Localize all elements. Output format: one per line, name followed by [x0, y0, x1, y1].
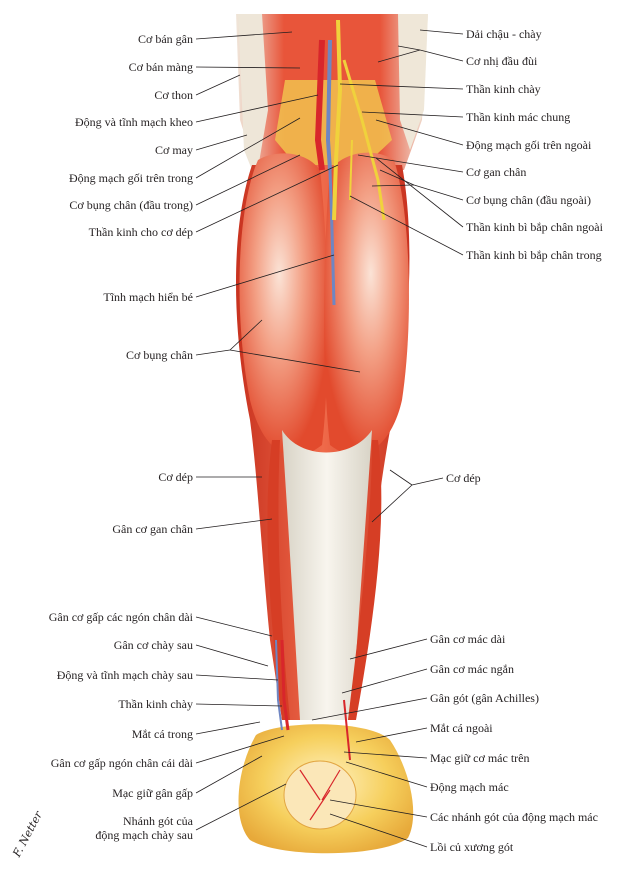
label-posterior-tibial-vessels: Động và tĩnh mạch chày sau [57, 668, 193, 682]
label-nerve-to-soleus: Thần kinh cho cơ dép [89, 225, 193, 239]
gastrocnemius-medial-head [239, 153, 328, 456]
label-sartorius: Cơ may [155, 143, 193, 157]
label-popliteal-vessels: Động và tĩnh mạch kheo [75, 115, 193, 129]
achilles-tendon [282, 430, 372, 720]
label-flexor-retinaculum: Mạc giữ gân gấp [112, 786, 193, 800]
calcaneal-branches [299, 769, 341, 821]
label-superior-lateral-genicular-artery: Động mạch gối trên ngoài [466, 138, 592, 152]
label-lateral-sural-cutaneous-nerve: Thần kinh bì bắp chân ngoài [466, 220, 604, 234]
label-tibial-nerve-left: Thần kinh chày [118, 697, 193, 711]
label-gastrocnemius-lateral-head: Cơ bụng chân (đầu ngoài) [466, 193, 591, 207]
label-achilles-tendon: Gân gót (gân Achilles) [430, 691, 539, 705]
label-superior-medial-genicular-artery: Động mạch gối trên trong [69, 171, 193, 185]
label-plantaris: Cơ gan chân [466, 165, 526, 179]
label-gastrocnemius-medial-head: Cơ bụng chân (đầu trong) [69, 198, 193, 212]
label-calcaneal-branch-line2: động mạch chày sau [95, 828, 193, 842]
label-peroneal-artery: Động mạch mác [430, 780, 509, 794]
small-saphenous-vein [328, 169, 336, 306]
label-plantaris-tendon: Gân cơ gan chân [112, 522, 193, 536]
label-soleus-right: Cơ dép [446, 471, 481, 485]
label-semimembranosus: Cơ bán màng [129, 60, 193, 74]
label-soleus-left: Cơ dép [158, 470, 193, 484]
posterior-tibial-vein [275, 639, 283, 731]
label-calcaneal-tuberosity: Lồi củ xương gót [430, 840, 514, 854]
soleus-medial [267, 440, 290, 720]
label-peroneus-brevis-tendon: Gân cơ mác ngắn [430, 662, 514, 676]
iliotibial-band [398, 14, 428, 150]
label-tibialis-posterior-tendon: Gân cơ chày sau [114, 638, 193, 652]
popliteal-fossa-fat [275, 80, 392, 170]
label-medial-sural-cutaneous-nerve: Thần kinh bì bắp chân trong [466, 248, 602, 262]
label-biceps-femoris: Cơ nhị đầu đùi [466, 54, 538, 68]
label-common-peroneal-nerve: Thần kinh mác chung [466, 110, 570, 124]
sural-nerve [349, 139, 353, 201]
peroneal-artery [343, 699, 351, 761]
popliteal-vein [325, 39, 332, 171]
label-flexor-digitorum-longus-tendon: Gân cơ gấp các ngón chân dài [49, 610, 194, 624]
label-semitendinosus: Cơ bán gân [138, 32, 193, 46]
label-gastrocnemius: Cơ bụng chân [126, 348, 193, 362]
popliteal-artery [314, 39, 325, 171]
leader-lines [195, 29, 464, 848]
label-peroneus-longus-tendon: Gân cơ mác dài [430, 632, 506, 646]
label-medial-malleolus: Mắt cá trong [132, 727, 193, 741]
semitendinosus-tendon [238, 14, 268, 180]
labels: Cơ bán gân Cơ bán màng Cơ thon Động và t… [49, 27, 604, 854]
label-iliotibial-tract: Dải chậu - chày [466, 27, 542, 41]
common-peroneal-nerve [342, 59, 386, 221]
soleus-lateral [348, 440, 382, 720]
calcaneal-tuberosity [283, 760, 357, 830]
label-flexor-hallucis-longus-tendon: Gân cơ gấp ngón chân cái dài [51, 756, 194, 770]
label-lateral-malleolus: Mắt cá ngoài [430, 721, 493, 735]
posterior-tibial-artery [280, 639, 290, 731]
label-calcaneal-branches-peroneal: Các nhánh gót của động mạch mác [430, 810, 598, 824]
label-superior-peroneal-retinaculum: Mạc giữ cơ mác trên [430, 751, 529, 765]
gastrocnemius-lateral-head [324, 152, 409, 455]
label-tibial-nerve-right: Thần kinh chày [466, 82, 541, 96]
label-small-saphenous-vein: Tĩnh mạch hiển bé [103, 290, 193, 304]
label-calcaneal-branch-line1: Nhánh gót của [123, 814, 194, 828]
leg-illustration [236, 14, 428, 854]
tibial-nerve [332, 19, 343, 221]
label-gracilis: Cơ thon [154, 88, 193, 102]
artist-signature: F. Netter [10, 809, 46, 860]
